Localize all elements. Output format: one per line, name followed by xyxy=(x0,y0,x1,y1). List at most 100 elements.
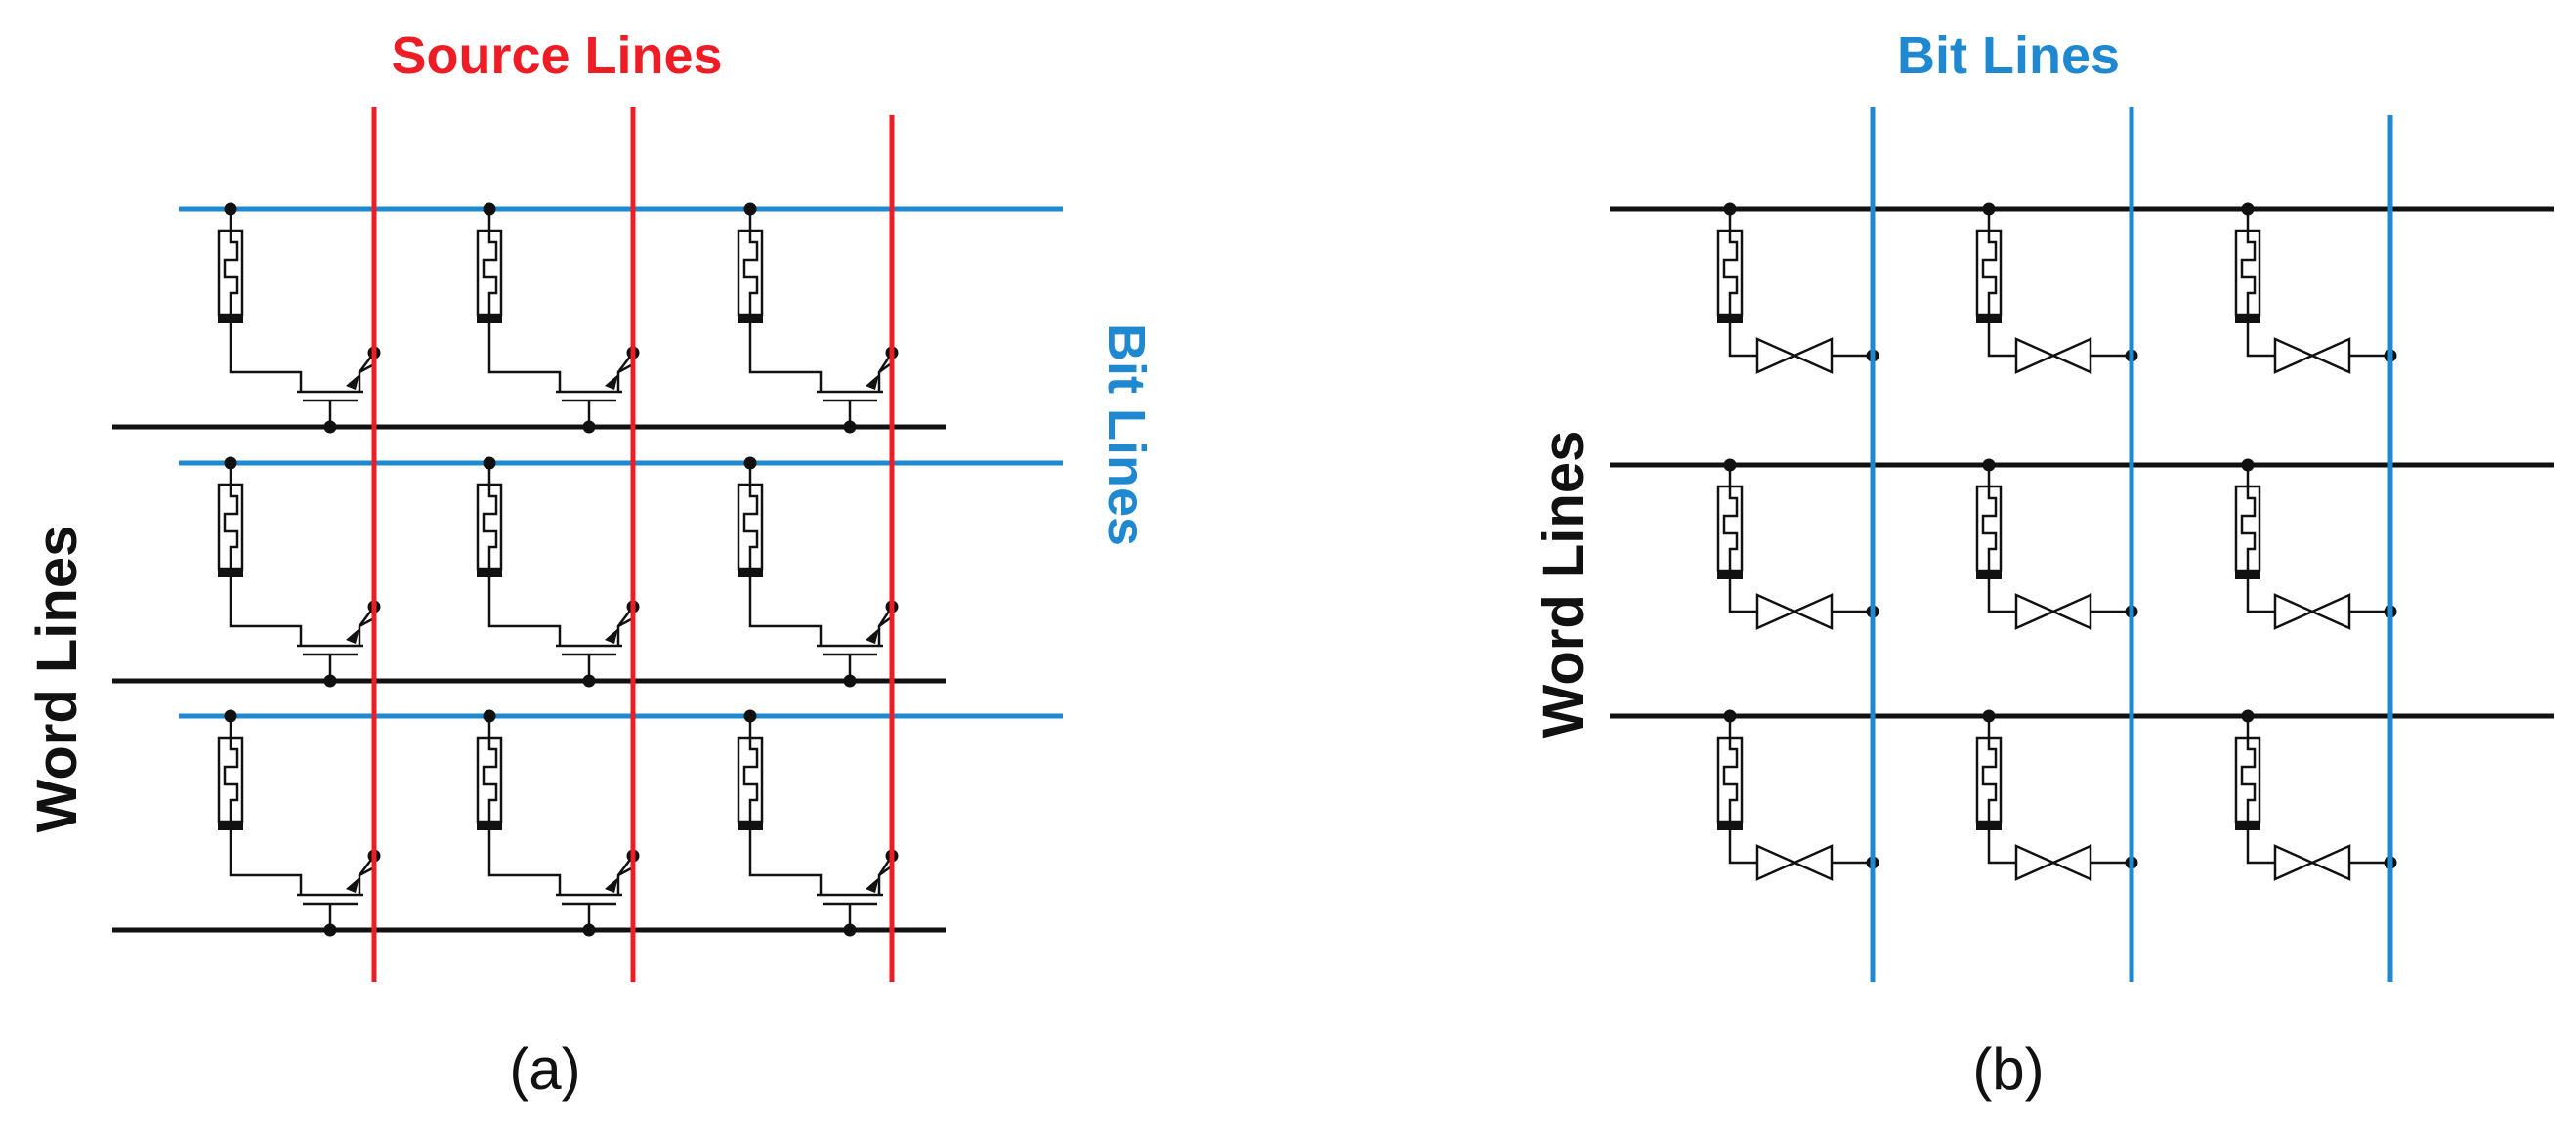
selector-wire xyxy=(1987,323,2016,358)
cell-1t1r xyxy=(476,709,640,937)
memristor xyxy=(217,463,244,577)
drain-wire xyxy=(487,830,562,895)
memristor-plate xyxy=(477,822,502,830)
cell-1t1r xyxy=(217,456,381,688)
transistor-arrow xyxy=(605,628,618,644)
memristor xyxy=(737,209,764,323)
cell-1t1r xyxy=(737,709,899,937)
memristor-zigzag xyxy=(482,738,498,822)
selector-triangle-right xyxy=(1755,593,1798,630)
cell-1t1r xyxy=(476,456,640,688)
memristor xyxy=(476,209,503,323)
word-junction-dot xyxy=(582,420,596,434)
transistor-arrow xyxy=(866,374,879,390)
memristor xyxy=(476,716,503,830)
memristor xyxy=(476,463,503,577)
selector-triangle-right xyxy=(2014,593,2057,630)
transistor-arrow xyxy=(866,877,879,893)
panel-b-caption: (b) xyxy=(1972,1036,2044,1102)
panel-a-word-lines-label: Word Lines xyxy=(25,526,89,833)
cell-1t1r xyxy=(737,202,899,434)
memristor-zigzag xyxy=(1981,486,1998,570)
memristor-plate xyxy=(2235,315,2260,323)
selector-triangle-right xyxy=(2014,844,2057,881)
cell-1t1r xyxy=(217,709,381,937)
memristor xyxy=(1975,209,2003,323)
memristor-zigzag xyxy=(2240,738,2257,822)
transistor-arrow xyxy=(605,877,618,893)
cell-1t1r xyxy=(737,456,899,688)
memristor xyxy=(1975,465,2003,579)
drain-wire xyxy=(748,323,823,392)
panel-b-1s1r-array: Bit Lines Word Lines (b) xyxy=(1532,26,2554,1102)
cell-1s1r xyxy=(2234,709,2397,881)
drain-wire xyxy=(229,830,303,895)
selector-wire xyxy=(1728,830,1757,865)
panel-a-source-lines-label: Source Lines xyxy=(391,26,722,85)
drain-wire xyxy=(229,577,303,646)
selector-wire xyxy=(1728,323,1757,358)
memristor-zigzag xyxy=(742,738,759,822)
memristor-zigzag xyxy=(223,738,239,822)
word-junction-dot xyxy=(323,923,337,937)
word-junction-dot xyxy=(582,674,596,688)
panel-b-word-lines xyxy=(1610,206,2554,719)
memristor-plate xyxy=(218,569,243,577)
memristor-zigzag xyxy=(1722,231,1739,315)
cell-1s1r xyxy=(2234,458,2397,630)
drain-wire xyxy=(229,323,303,392)
memristor-plate xyxy=(738,569,763,577)
cell-1t1r xyxy=(217,202,381,434)
memristor xyxy=(2234,465,2261,579)
memristor-zigzag xyxy=(1722,738,1739,822)
memristor-plate xyxy=(218,315,243,323)
word-junction-dot xyxy=(843,674,857,688)
memristor-zigzag xyxy=(2240,486,2257,570)
memristor xyxy=(1975,716,2003,830)
cell-1s1r xyxy=(1975,709,2138,881)
memristor-zigzag xyxy=(482,231,498,315)
memristor-plate xyxy=(1717,315,1743,323)
selector-wire xyxy=(1728,579,1757,613)
drain-wire xyxy=(487,577,562,646)
panel-a-1t1r-array: Source Lines Bit Lines Word Lines (a) xyxy=(25,26,1156,1102)
cell-1s1r xyxy=(1716,202,1879,374)
cell-1s1r xyxy=(2234,202,2397,374)
memristor xyxy=(1716,716,1744,830)
word-junction-dot xyxy=(843,923,857,937)
transistor-arrow xyxy=(346,374,359,390)
memristor xyxy=(1716,209,1744,323)
memristor-plate xyxy=(2235,570,2260,579)
panel-a-caption: (a) xyxy=(509,1036,580,1102)
selector-triangle-left xyxy=(2308,593,2351,630)
memristor-zigzag xyxy=(742,485,759,569)
memristor-plate xyxy=(738,822,763,830)
selector-wire xyxy=(1987,579,2016,613)
memristor-plate xyxy=(2235,822,2260,830)
memristor xyxy=(217,209,244,323)
panel-a-bit-lines-label: Bit Lines xyxy=(1097,323,1156,546)
panel-a-bit-lines xyxy=(179,206,1063,719)
memristor xyxy=(737,463,764,577)
memristor-plate xyxy=(218,822,243,830)
transistor-arrow xyxy=(866,628,879,644)
memristor xyxy=(737,716,764,830)
selector-wire xyxy=(2246,830,2275,865)
drain-wire xyxy=(487,323,562,392)
memristor-zigzag xyxy=(1722,486,1739,570)
memristor-plate xyxy=(1976,822,2002,830)
word-junction-dot xyxy=(582,923,596,937)
selector-triangle-left xyxy=(2049,844,2092,881)
selector-triangle-right xyxy=(2014,337,2057,374)
selector-triangle-left xyxy=(1791,593,1834,630)
selector-wire xyxy=(2246,323,2275,358)
cell-1t1r xyxy=(476,202,640,434)
memristor-zigzag xyxy=(223,485,239,569)
selector-wire xyxy=(2246,579,2275,613)
panel-b-word-lines-label: Word Lines xyxy=(1532,431,1595,739)
memristor-plate xyxy=(1717,822,1743,830)
drain-wire xyxy=(748,830,823,895)
memristor xyxy=(2234,716,2261,830)
memristor-zigzag xyxy=(2240,231,2257,315)
